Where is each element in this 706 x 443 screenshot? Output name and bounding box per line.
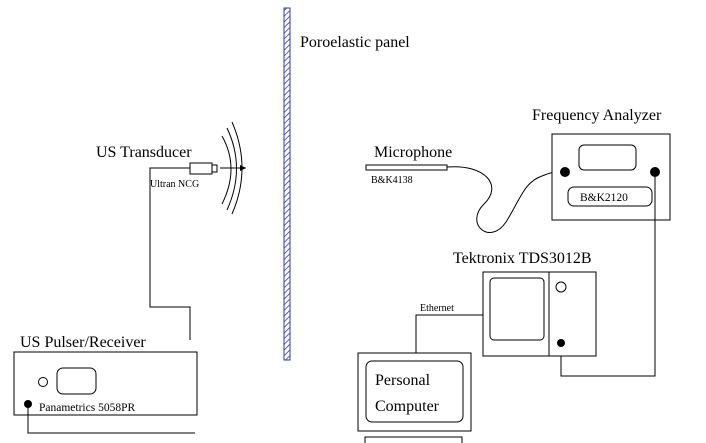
microphone-model: B&K4138 [371,175,413,186]
pulser-display [56,367,97,395]
analyzer-label: Frequency Analyzer [532,107,662,124]
transducer-label: US Transducer [96,144,192,161]
computer-screen [365,360,464,423]
computer-base [364,436,463,443]
pulser-model: Panametrics 5058PR [39,402,135,414]
oscilloscope-knob-icon [555,281,567,293]
ethernet-label: Ethernet [420,303,454,314]
ultrasound-wave-arc-2 [226,127,237,211]
transducer-pulser-cable [149,167,191,340]
transducer-model: Ultran NCG [150,179,199,190]
oscilloscope-connector-icon [557,339,565,347]
pulser-label: US Pulser/Receiver [20,334,146,351]
analyzer-scope-cable [560,177,656,377]
oscilloscope-screen [489,277,545,341]
computer-label-line2: Computer [375,398,440,415]
analyzer-model: B&K2120 [580,192,628,204]
analyzer-output-connector-icon [650,167,660,177]
ultrasound-wave-icon [221,135,232,205]
ethernet-cable [415,314,483,353]
computer-label-line1: Personal [375,372,431,389]
transducer-body [189,162,213,175]
pulser-lead [27,404,195,434]
panel-label: Poroelastic panel [300,34,410,51]
pulser-knob-icon [38,377,48,387]
arrow-head-icon [240,165,246,171]
oscilloscope-label: Tektronix TDS3012B [453,250,592,267]
analyzer-model-badge [567,186,653,207]
microphone-label: Microphone [374,144,452,161]
analyzer-input-connector-icon [560,167,570,177]
microphone-cable [446,166,566,233]
microphone-body [365,164,448,171]
analyzer-display [578,144,637,171]
transducer-face [211,164,218,173]
poroelastic-panel [283,7,291,361]
